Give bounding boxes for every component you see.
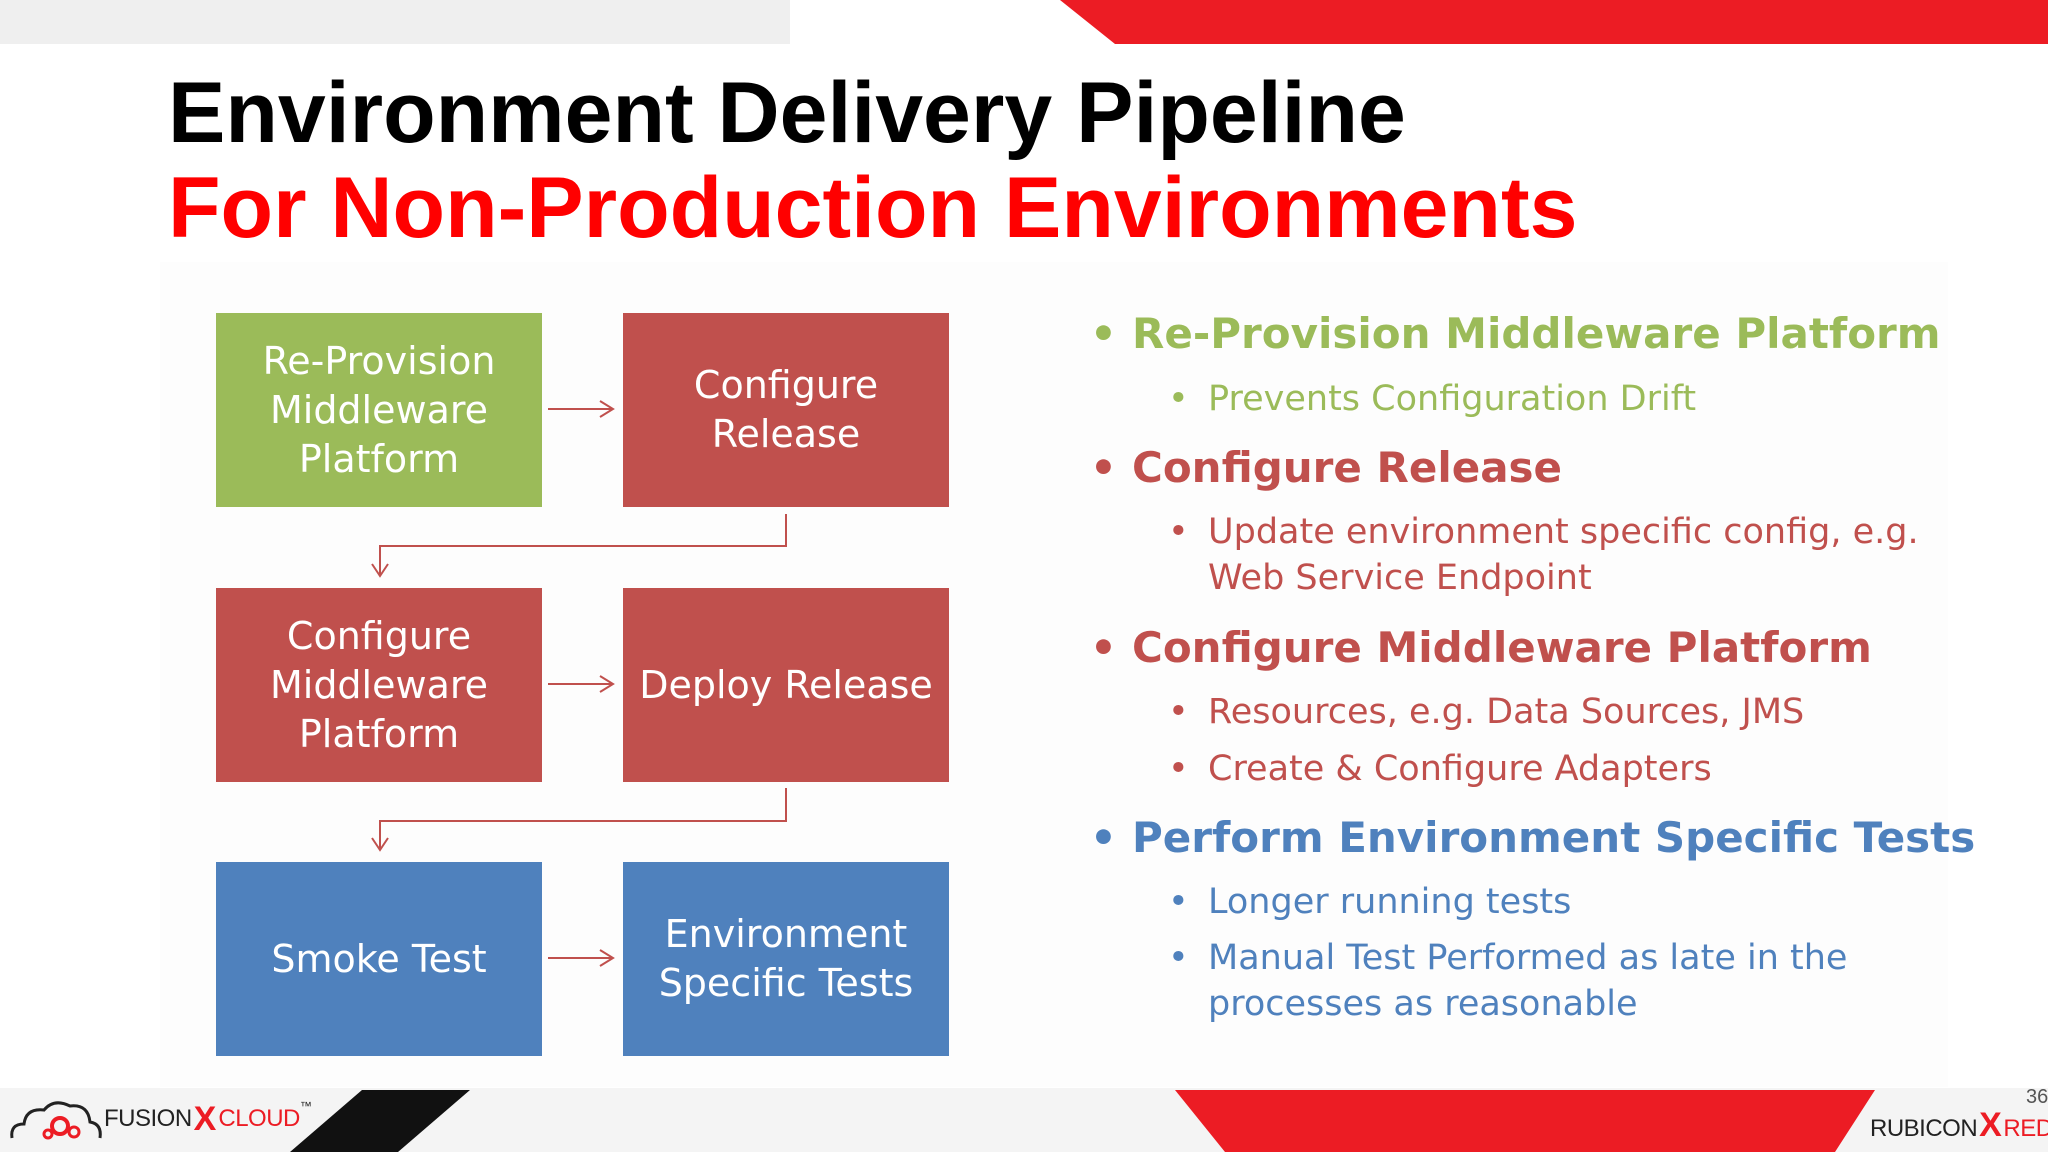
bullet-dot: • xyxy=(1168,749,1189,789)
bullet-dot: • xyxy=(1090,309,1117,358)
top-red-band xyxy=(1060,0,2048,44)
rubiconred-logo: RUBICONXRED xyxy=(1870,1106,2048,1145)
box-line: Smoke Test xyxy=(271,936,487,981)
logo-text: FUSION xyxy=(104,1105,192,1132)
flow-box-deploy-release: Deploy Release xyxy=(623,588,949,782)
bullet-sub-text: Web Service Endpoint xyxy=(1208,558,1592,598)
logo-x-mark: X xyxy=(1979,1106,2002,1144)
bullet-sub-text: Create & Configure Adapters xyxy=(1208,749,1712,789)
logo-text: CLOUD xyxy=(218,1105,300,1132)
bullet-sub-text: Update environment specific config, e.g. xyxy=(1208,512,1919,552)
cloud-gear-icon xyxy=(10,1101,102,1140)
bullet-dot: • xyxy=(1090,623,1117,672)
elbow-head-1 xyxy=(371,563,389,578)
bullet-heading-text: Configure Middleware Platform xyxy=(1132,623,1872,672)
bullet-sub-text: Resources, e.g. Data Sources, JMS xyxy=(1208,692,1805,732)
bullet-dot: • xyxy=(1090,813,1117,862)
box-line: Specific Tests xyxy=(658,961,914,1005)
box-line: Environment xyxy=(664,912,908,956)
bullet-dot: • xyxy=(1168,692,1189,732)
flow-box-environment-tests: Environment Specific Tests xyxy=(623,862,949,1056)
bullet-heading-text: Perform Environment Specific Tests xyxy=(1132,813,1976,862)
box-line: Deploy Release xyxy=(639,662,933,707)
bullet-sub-text: Manual Test Performed as late in the xyxy=(1208,938,1848,978)
bullet-dot: • xyxy=(1168,379,1189,419)
elbow-connector-1 xyxy=(379,514,787,574)
flow-box-configure-middleware: Configure Middleware Platform xyxy=(216,588,542,782)
slide-title: Environment Delivery Pipeline xyxy=(168,65,1406,161)
slide-subtitle: For Non-Production Environments xyxy=(168,160,1578,256)
box-line: Platform xyxy=(298,436,460,481)
box-line: Re-Provision xyxy=(262,338,496,383)
bullet-dot: • xyxy=(1168,882,1189,922)
page-number: 36 xyxy=(2026,1086,2048,1108)
box-line: Configure xyxy=(693,363,879,407)
bullet-dot: • xyxy=(1168,938,1189,978)
arrow-head-3 xyxy=(599,949,615,967)
logo-text: RUBICON xyxy=(1870,1115,1978,1142)
box-line: Platform xyxy=(298,711,460,756)
logo-x-mark: X xyxy=(193,1099,217,1138)
arrow-head-1 xyxy=(599,400,615,418)
bullet-dot: • xyxy=(1168,512,1189,552)
elbow-connector-2 xyxy=(379,788,787,848)
flow-box-configure-release: Configure Release xyxy=(623,313,949,507)
fusioncloud-logo: FUSION X CLOUD ™ xyxy=(8,1093,312,1145)
footer-logo-panel xyxy=(1835,1090,2048,1152)
box-line: Release xyxy=(711,412,861,456)
flow-box-reprovision: Re-Provision Middleware Platform xyxy=(216,313,542,507)
bullet-sub-text: Longer running tests xyxy=(1208,882,1572,922)
flow-box-smoke-test: Smoke Test xyxy=(216,862,542,1056)
box-line: Middleware xyxy=(269,662,489,707)
bullet-dot: • xyxy=(1090,443,1117,492)
bullet-heading-text: Re-Provision Middleware Platform xyxy=(1132,309,1941,358)
elbow-head-2 xyxy=(371,837,389,852)
arrow-head-2 xyxy=(599,675,615,693)
box-line: Configure xyxy=(286,613,472,658)
bullet-sub-text: Prevents Configuration Drift xyxy=(1208,379,1697,419)
trademark-mark: ™ xyxy=(299,1099,312,1113)
logo-text: RED xyxy=(2003,1115,2048,1142)
bullet-heading-text: Configure Release xyxy=(1132,443,1563,492)
box-line: Middleware xyxy=(269,387,489,432)
bullet-sub-text: processes as reasonable xyxy=(1208,984,1638,1024)
top-grey-band xyxy=(0,0,790,44)
